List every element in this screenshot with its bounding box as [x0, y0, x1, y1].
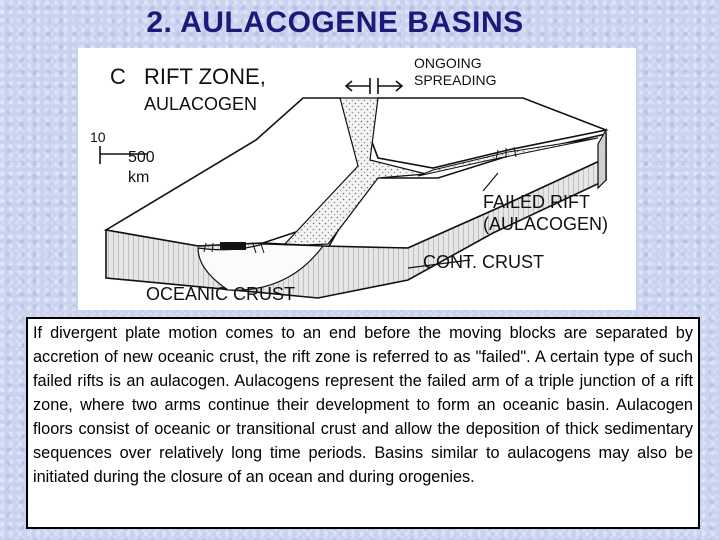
scale-horizontal-label: 500 — [128, 149, 155, 166]
rift-zone-diagram: C RIFT ZONE, AULACOGEN ONGOING SPREADING… — [78, 48, 636, 310]
oceanic-crust-label: OCEANIC CRUST — [146, 284, 295, 304]
block-diagram: C RIFT ZONE, AULACOGEN ONGOING SPREADING… — [90, 55, 609, 304]
leader-lines — [407, 172, 499, 269]
slide-title: 2. AULACOGENE BASINS — [146, 6, 524, 39]
failed-rift-line2: (AULACOGEN) — [483, 214, 608, 234]
scale-bar — [99, 146, 148, 164]
scale-vertical-label: 10 — [90, 129, 106, 145]
failed-rift-line1: FAILED RIFT — [483, 192, 590, 212]
heading-line2: AULACOGEN — [144, 94, 257, 114]
spreading-arrows — [344, 78, 404, 94]
spreading-line1: ONGOING — [414, 55, 482, 71]
body-text: If divergent plate motion comes to an en… — [26, 317, 700, 529]
rift-valley — [281, 97, 427, 247]
ridge-axis — [220, 242, 246, 250]
failed-rift-arm — [417, 137, 599, 177]
cont-crust-label: CONT. CRUST — [423, 252, 544, 272]
right-side-face — [597, 127, 607, 190]
scale-unit-label: km — [128, 169, 149, 186]
panel-letter: C — [110, 64, 126, 89]
dike-marks — [203, 146, 517, 254]
heading-line1: RIFT ZONE, — [144, 64, 266, 89]
spreading-line2: SPREADING — [414, 72, 496, 88]
